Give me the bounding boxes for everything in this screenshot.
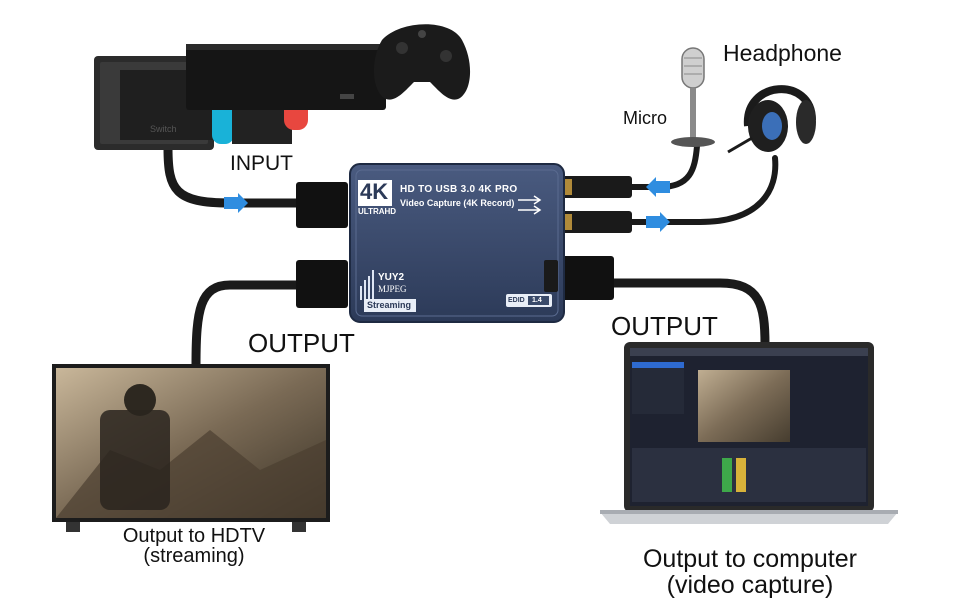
format-mjpeg: MJPEG bbox=[378, 284, 407, 294]
output-right-label: OUTPUT bbox=[611, 311, 718, 341]
capture-device bbox=[349, 163, 565, 323]
streaming-badge bbox=[364, 299, 416, 312]
computer-caption-line2: (video capture) bbox=[666, 571, 834, 599]
4k-badge bbox=[358, 180, 392, 206]
computer-caption-line1: Output to computer bbox=[642, 545, 857, 573]
computer-caption: Output to computer (video capture) bbox=[620, 546, 880, 598]
hdtv-hdmi-plug bbox=[296, 260, 348, 308]
usb-port-slot bbox=[544, 260, 558, 292]
microphone bbox=[671, 47, 715, 147]
4k-badge-text: 4K bbox=[360, 179, 389, 204]
headphone-jack bbox=[562, 211, 632, 233]
hdtv-caption-line1: Output to HDTV bbox=[122, 525, 266, 547]
edid-version: 1.4 bbox=[532, 297, 542, 304]
ultrahd-text: ULTRAHD bbox=[358, 207, 397, 216]
input-arrow bbox=[224, 193, 248, 213]
input-hdmi-plug bbox=[296, 182, 348, 228]
headphone-arrow bbox=[646, 212, 670, 232]
mic-jack bbox=[562, 176, 632, 198]
input-label: INPUT bbox=[230, 152, 293, 175]
device-line1: HD TO USB 3.0 4K PRO bbox=[400, 184, 518, 195]
signal-bars-graphic bbox=[360, 270, 374, 300]
computer-cable bbox=[607, 278, 770, 350]
micro-cable bbox=[625, 143, 700, 190]
hdtv-cable bbox=[191, 280, 303, 370]
svg-text:Switch: Switch bbox=[150, 124, 177, 134]
streaming-text: Streaming bbox=[367, 300, 412, 310]
xbox-console bbox=[186, 44, 386, 110]
headphone-cable bbox=[625, 155, 779, 225]
connectors bbox=[296, 176, 632, 308]
micro-arrow bbox=[646, 177, 670, 197]
output-left-label: OUTPUT bbox=[248, 328, 355, 358]
format-yuy2: YUY2 bbox=[378, 272, 405, 283]
hdtv-caption: Output to HDTV (streaming) bbox=[104, 526, 284, 566]
headphone-label: Headphone bbox=[723, 40, 842, 66]
hdtv bbox=[52, 364, 330, 532]
flow-arrows bbox=[224, 177, 670, 232]
game-controller bbox=[373, 24, 471, 100]
hdtv-caption-line2: (streaming) bbox=[143, 545, 245, 567]
headphone bbox=[727, 85, 816, 154]
device-line2: Video Capture (4K Record) bbox=[400, 198, 515, 208]
usb-plug bbox=[562, 256, 614, 300]
micro-label: Micro bbox=[623, 108, 667, 128]
laptop bbox=[600, 342, 898, 524]
edid-text: EDID bbox=[508, 297, 525, 304]
